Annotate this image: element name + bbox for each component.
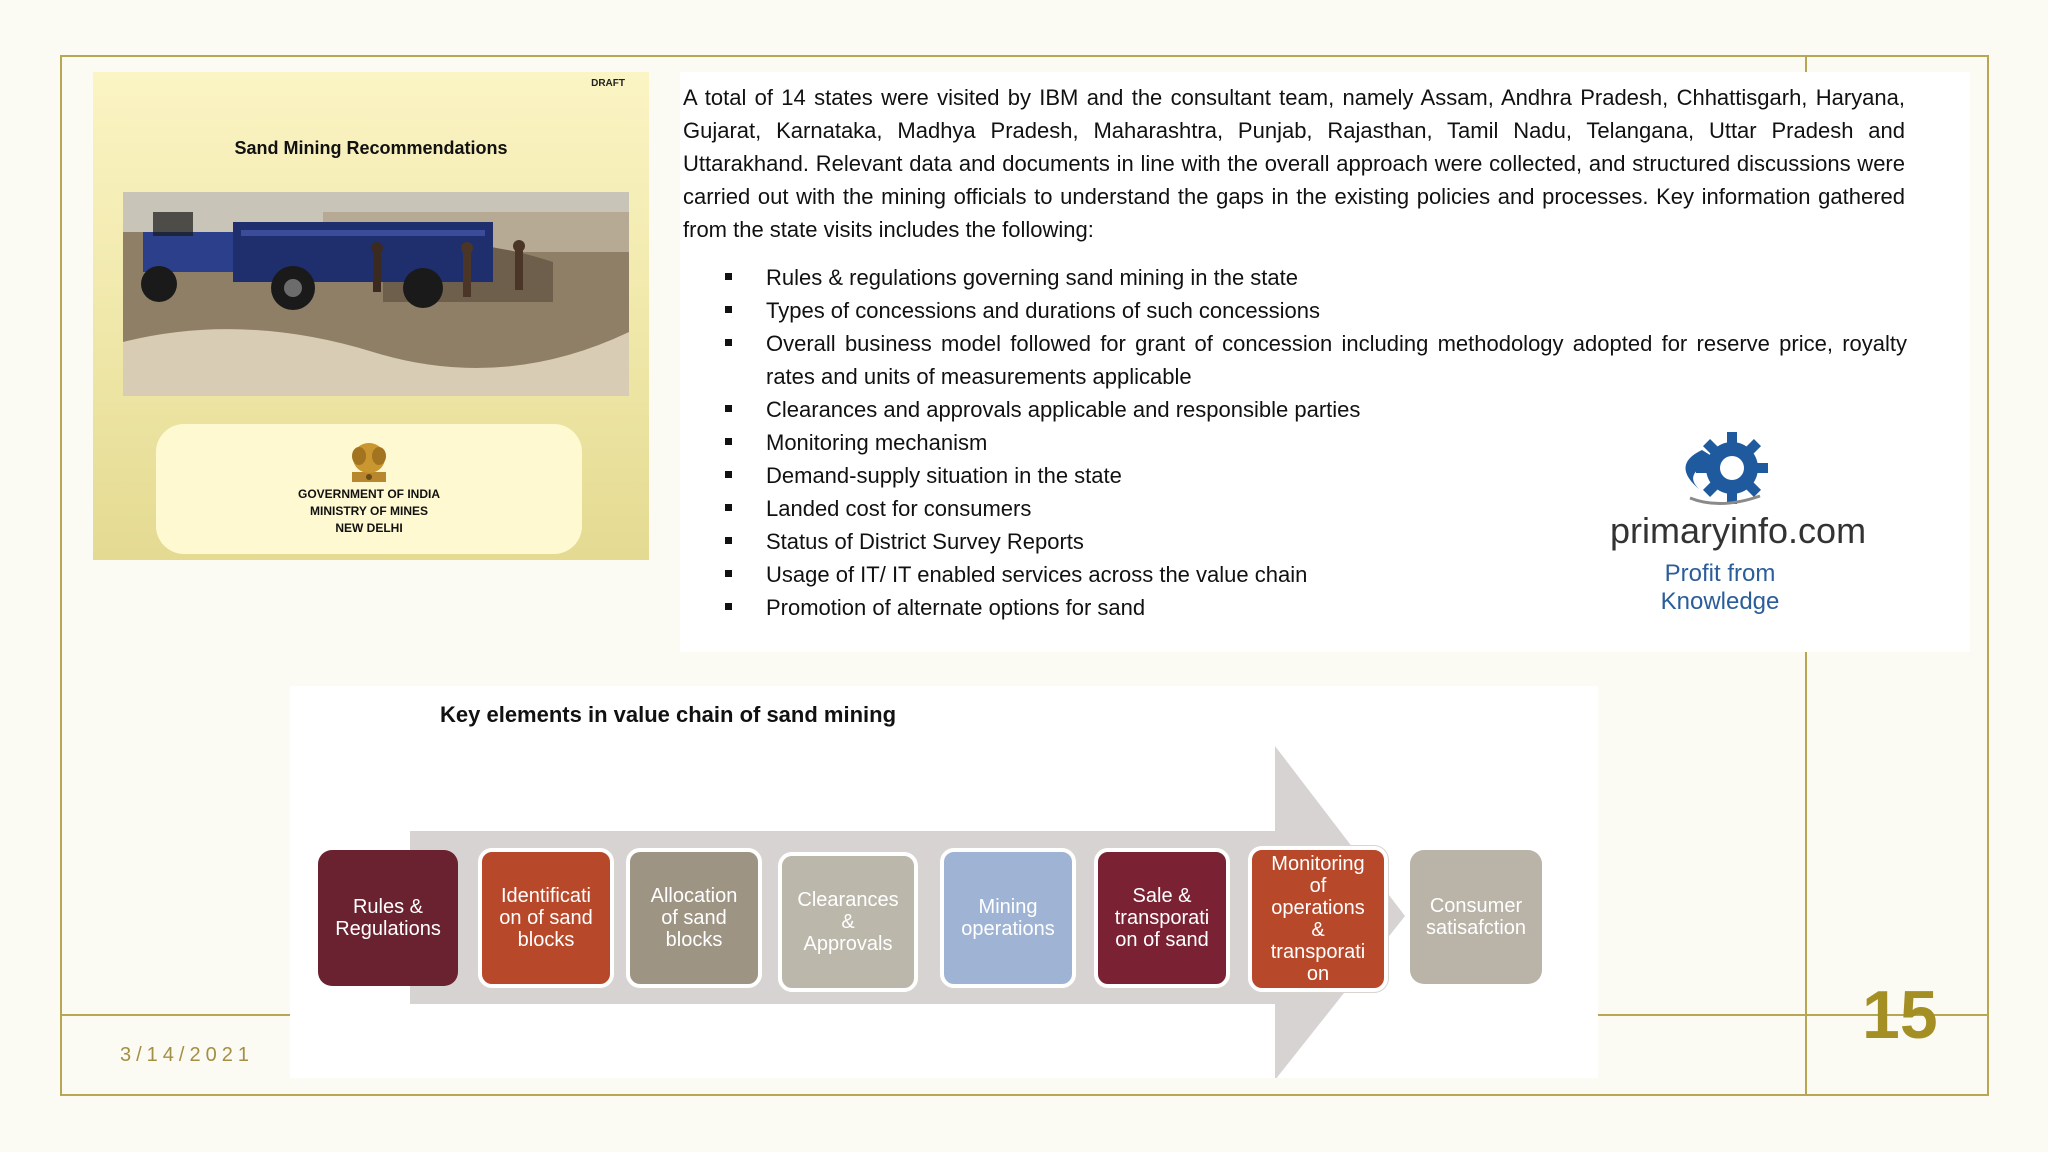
bullet-text: Usage of IT/ IT enabled services across … <box>766 562 1308 587</box>
plaque-line-city: NEW DELHI <box>335 521 403 535</box>
bullet-text: Status of District Survey Reports <box>766 529 1084 554</box>
bullet-text: Monitoring mechanism <box>766 430 988 455</box>
value-chain-panel: Key elements in value chain of sand mini… <box>290 686 1598 1078</box>
plaque-line-ministry: MINISTRY OF MINES <box>309 504 428 518</box>
value-chain-step: Sale & transporati on of sand <box>1094 848 1230 988</box>
value-chain-step: Rules & Regulations <box>318 850 458 986</box>
value-chain-step: Identificati on of sand blocks <box>478 848 614 988</box>
gear-icon <box>1685 432 1768 506</box>
intro-paragraph: A total of 14 states were visited by IBM… <box>683 85 1905 242</box>
bullet-list: Rules & regulations governing sand minin… <box>722 261 1907 624</box>
bullet-item: Usage of IT/ IT enabled services across … <box>722 558 1907 591</box>
sand-mining-photo <box>123 192 629 396</box>
report-cover-image: DRAFT Sand Mining Recommendations <box>93 72 649 560</box>
bullet-text: Landed cost for consumers <box>766 496 1032 521</box>
bullet-text: Promotion of alternate options for sand <box>766 595 1146 620</box>
bullet-text: Overall business model followed for gran… <box>766 331 1907 389</box>
bullet-item: Status of District Survey Reports <box>722 525 1907 558</box>
bullet-item: Overall business model followed for gran… <box>722 327 1907 393</box>
cover-plaque: GOVERNMENT OF INDIA MINISTRY OF MINES NE… <box>156 424 582 554</box>
value-chain-step: Clearances & Approvals <box>778 852 918 992</box>
bullet-item: Clearances and approvals applicable and … <box>722 393 1907 426</box>
plaque-line-government: GOVERNMENT OF INDIA <box>297 487 440 501</box>
slide-date: 3/14/2021 <box>120 1044 254 1066</box>
text-panel: A total of 14 states were visited by IBM… <box>680 72 1970 652</box>
national-emblem-icon <box>352 443 386 482</box>
value-chain-title: Key elements in value chain of sand mini… <box>440 702 897 727</box>
frame-right-line <box>1987 55 1989 1096</box>
bullet-text: Demand-supply situation in the state <box>766 463 1122 488</box>
value-chain-step: Consumer satisafction <box>1410 850 1542 984</box>
bullet-item: Types of concessions and durations of su… <box>722 294 1907 327</box>
bullet-item: Landed cost for consumers <box>722 492 1907 525</box>
bullet-text: Clearances and approvals applicable and … <box>766 397 1361 422</box>
bullet-item: Promotion of alternate options for sand <box>722 591 1907 624</box>
value-chain-step: Mining operations <box>940 848 1076 988</box>
value-chain-step: Allocation of sand blocks <box>626 848 762 988</box>
bullet-item: Monitoring mechanism <box>722 426 1907 459</box>
bullet-item: Rules & regulations governing sand minin… <box>722 261 1907 294</box>
slide-page-number: 15 <box>1862 977 1938 1053</box>
value-chain-step: Monitoring of operations & transporati o… <box>1248 846 1388 992</box>
cover-draft-label: DRAFT <box>591 78 625 89</box>
frame-top-line <box>60 55 1989 57</box>
bullet-text: Types of concessions and durations of su… <box>766 298 1320 323</box>
frame-left-line <box>60 55 62 1096</box>
bullet-item: Demand-supply situation in the state <box>722 459 1907 492</box>
logo-tagline: Profit from Knowledge <box>1660 560 1780 615</box>
cover-title: Sand Mining Recommendations <box>234 138 508 158</box>
bullet-text: Rules & regulations governing sand minin… <box>766 265 1298 290</box>
logo-name: primaryinfo.com <box>1610 510 1867 551</box>
primaryinfo-logo: primaryinfo.com Profit from Knowledge <box>1610 420 1867 615</box>
frame-bottom-line <box>60 1094 1989 1096</box>
